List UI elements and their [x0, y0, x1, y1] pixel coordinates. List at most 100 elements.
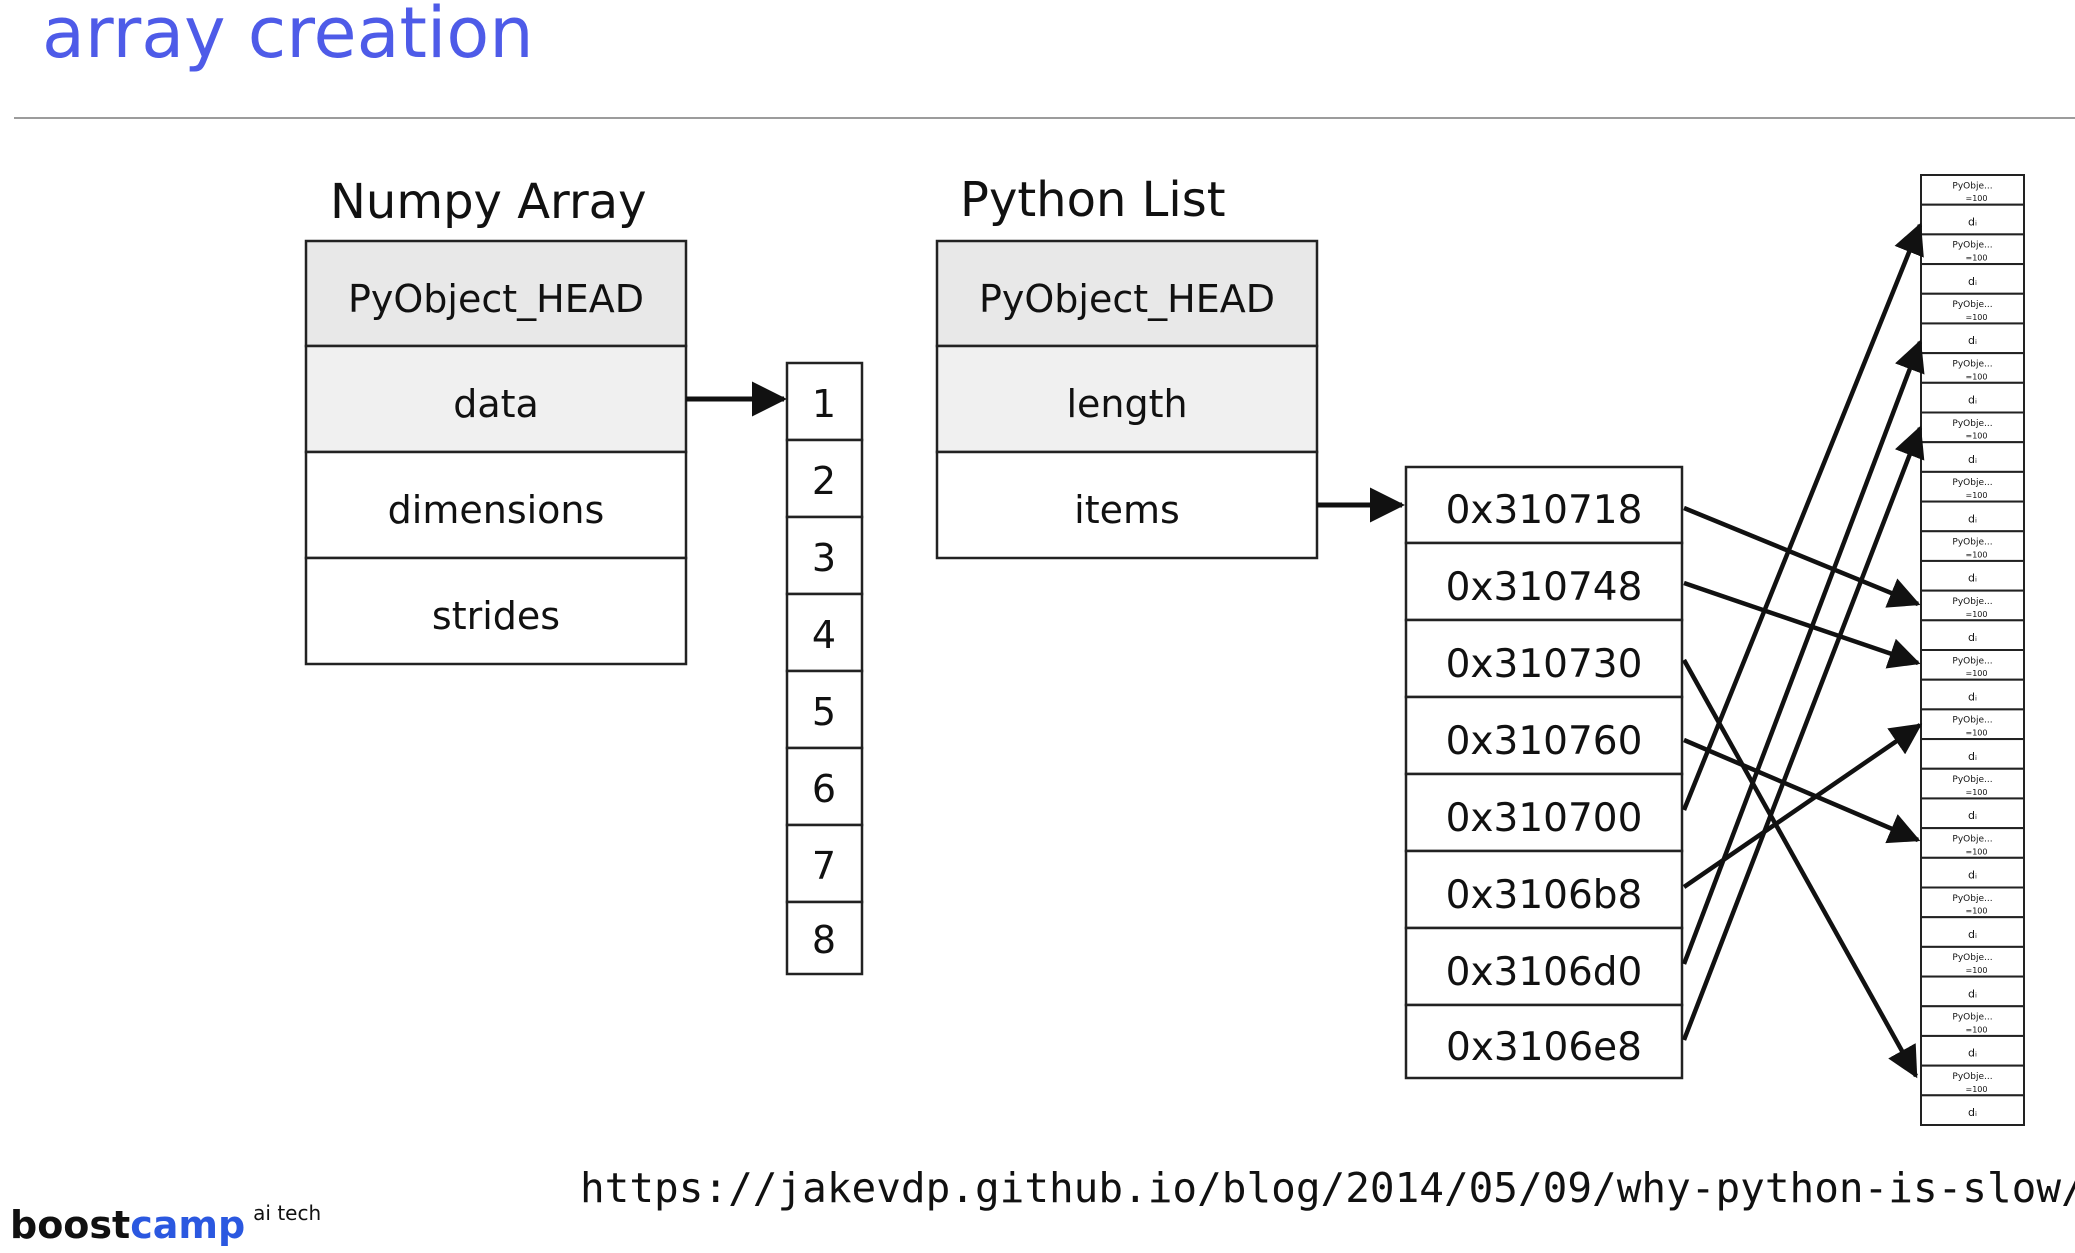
memory-object-label: PyObje... — [1952, 419, 1992, 429]
memory-object-value: =100 — [1966, 254, 1988, 263]
memory-object-cell — [1920, 708, 2025, 741]
memory-object-label: PyObje... — [1952, 359, 1992, 369]
memory-data-label: dᵢ — [1968, 809, 1977, 822]
memory-data-label: dᵢ — [1968, 512, 1977, 525]
list-field-items: items — [1074, 488, 1180, 532]
numpy-field-data: data — [453, 382, 539, 426]
memory-object-value: =100 — [1966, 907, 1988, 916]
memory-data-cell — [1920, 975, 2025, 1008]
memory-data-label: dᵢ — [1968, 394, 1977, 407]
pointer-arrow — [1683, 737, 1921, 844]
value-cell: 4 — [812, 613, 836, 657]
memory-data-label: dᵢ — [1968, 750, 1977, 763]
python-list-struct: PyObject_HEAD length items — [935, 239, 1319, 560]
title-divider — [14, 117, 2075, 119]
boostcamp-logo: boostcamp ai tech — [10, 1203, 321, 1247]
memory-data-label: dᵢ — [1968, 690, 1977, 703]
value-cell: 1 — [812, 382, 836, 426]
memory-object-value: =100 — [1966, 432, 1988, 441]
memory-data-label: dᵢ — [1968, 631, 1977, 644]
memory-object-value: =100 — [1966, 491, 1988, 500]
memory-object-label: PyObje... — [1952, 834, 1992, 844]
value-cell: 2 — [812, 459, 836, 503]
memory-data-cell — [1920, 1094, 2025, 1126]
memory-object-label: PyObje... — [1952, 894, 1992, 904]
logo-aitech: ai tech — [253, 1201, 322, 1225]
memory-object-label: PyObje... — [1952, 538, 1992, 548]
memory-object-cell — [1920, 945, 2025, 978]
memory-object-cell — [1920, 1064, 2025, 1097]
pointer-arrow — [1682, 658, 1918, 1079]
address-cell: 0x3106e8 — [1446, 1025, 1642, 1070]
memory-object-cell — [1920, 589, 2025, 622]
memory-data-cell — [1920, 678, 2025, 711]
pointer-arrow — [1681, 222, 1924, 811]
memory-object-value: =100 — [1966, 847, 1988, 856]
memory-object-label: PyObje... — [1952, 1072, 1992, 1082]
memory-data-label: dᵢ — [1968, 453, 1977, 466]
memory-object-label: PyObje... — [1952, 478, 1992, 488]
memory-data-cell — [1920, 559, 2025, 592]
memory-data-label: dᵢ — [1968, 215, 1977, 228]
logo-boost: boost — [10, 1203, 131, 1247]
value-cell: 6 — [812, 767, 836, 811]
value-cell: 3 — [812, 536, 836, 580]
memory-object-cell — [1920, 233, 2025, 266]
memory-object-label: PyObje... — [1952, 181, 1992, 191]
memory-object-label: PyObje... — [1952, 953, 1992, 963]
slide-title: array creation — [42, 0, 534, 74]
memory-object-value: =100 — [1966, 729, 1988, 738]
memory-data-label: dᵢ — [1968, 1047, 1977, 1060]
memory-object-value: =100 — [1966, 313, 1988, 322]
memory-data-cell — [1920, 500, 2025, 533]
memory-object-cell — [1920, 174, 2025, 206]
pointer-arrow — [1683, 505, 1921, 608]
numpy-array-heading: Numpy Array — [330, 174, 647, 230]
memory-object-label: PyObje... — [1952, 775, 1992, 785]
memory-object-cell — [1920, 352, 2025, 384]
memory-object-value: =100 — [1966, 1025, 1988, 1034]
memory-object-value: =100 — [1966, 966, 1988, 975]
numpy-field-strides: strides — [432, 594, 560, 638]
memory-object-cell — [1920, 411, 2025, 444]
list-field-pyobject-head: PyObject_HEAD — [979, 277, 1275, 321]
address-cell: 0x310748 — [1446, 565, 1643, 610]
memory-object-value: =100 — [1966, 788, 1988, 797]
pointer-arrow — [1681, 425, 1925, 1041]
value-cell: 5 — [812, 690, 836, 734]
memory-object-label: PyObje... — [1952, 1013, 1992, 1023]
pointer-address-table: 0x310718 0x310748 0x310730 0x310760 0x31… — [1404, 465, 1684, 1080]
memory-object-value: =100 — [1966, 194, 1988, 203]
value-cell: 8 — [812, 918, 836, 962]
pointer-arrow — [1682, 723, 1923, 889]
memory-object-cell — [1920, 530, 2025, 562]
memory-data-label: dᵢ — [1968, 275, 1977, 288]
memory-object-value: =100 — [1966, 372, 1988, 381]
memory-data-cell — [1920, 797, 2025, 830]
numpy-field-pyobject-head: PyObject_HEAD — [348, 277, 644, 321]
memory-object-value: =100 — [1966, 669, 1988, 678]
memory-data-label: dᵢ — [1968, 1106, 1977, 1119]
memory-object-cell — [1920, 1005, 2025, 1037]
logo-camp: camp — [130, 1203, 246, 1247]
memory-data-label: dᵢ — [1968, 572, 1977, 585]
address-cell: 0x3106b8 — [1446, 873, 1643, 918]
address-cell: 0x310730 — [1446, 642, 1643, 687]
memory-object-value: =100 — [1966, 610, 1988, 619]
pointer-arrow — [1683, 580, 1921, 669]
list-field-length: length — [1066, 382, 1187, 426]
memory-object-value: =100 — [1966, 1085, 1988, 1094]
memory-object-cell — [1920, 292, 2025, 325]
memory-data-label: dᵢ — [1968, 987, 1977, 1000]
source-url: https://jakevdp.github.io/blog/2014/05/0… — [580, 1164, 2075, 1212]
memory-data-label: dᵢ — [1968, 869, 1977, 882]
memory-data-cell — [1920, 1034, 2025, 1067]
value-cell: 7 — [812, 844, 836, 888]
memory-object-label: PyObje... — [1952, 300, 1992, 310]
memory-object-label: PyObje... — [1952, 716, 1992, 726]
pointer-arrows — [1681, 222, 1925, 1079]
memory-data-cell — [1920, 322, 2025, 355]
memory-data-label: dᵢ — [1968, 928, 1977, 941]
memory-data-cell — [1920, 856, 2025, 889]
